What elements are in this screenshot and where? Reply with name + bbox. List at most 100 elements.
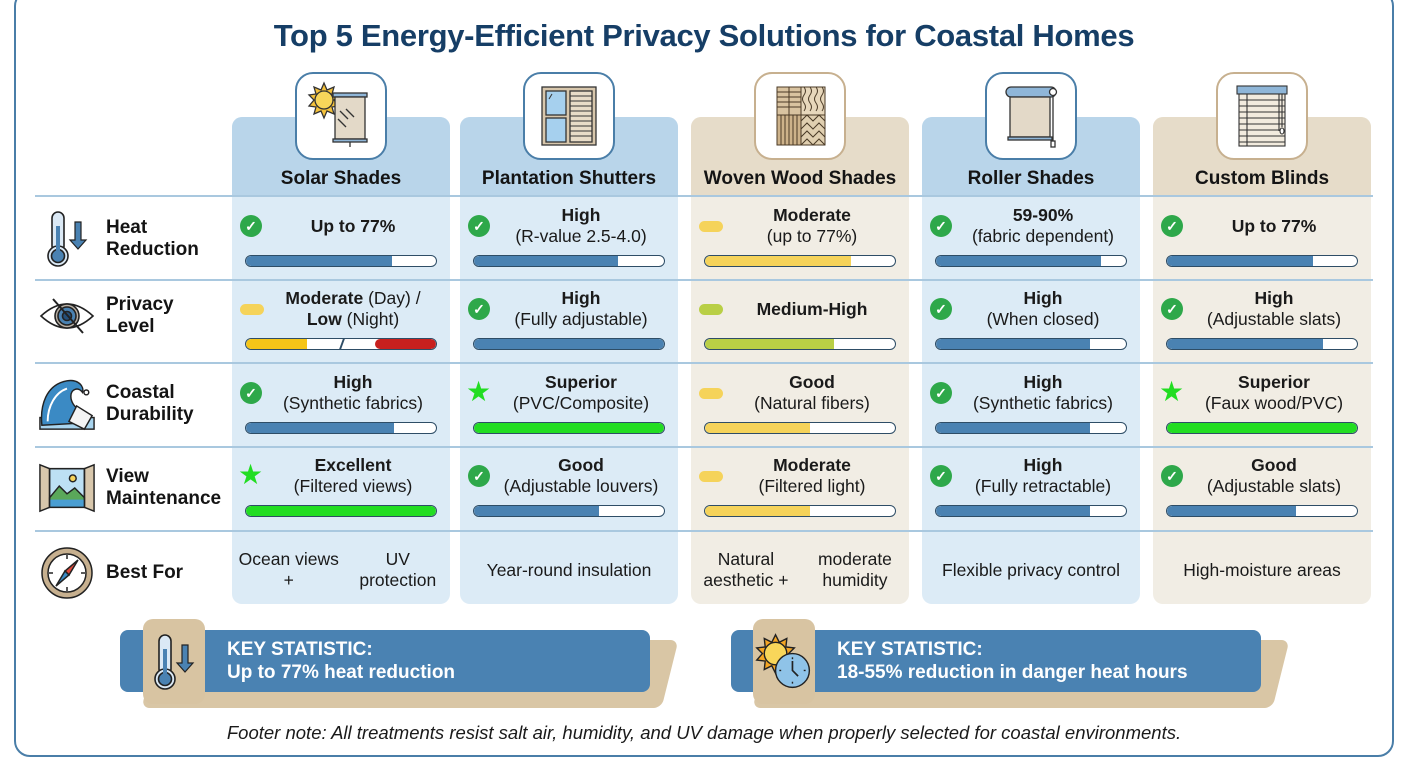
cell-sub-text: (Filtered light) [758, 476, 866, 496]
table-cell: Moderate (Day) /Low (Night) [232, 280, 450, 362]
column-3-background [922, 117, 1140, 604]
thermometer-down-icon [143, 619, 205, 704]
cell-main-text: High [561, 205, 601, 225]
cell-main-text: High [561, 288, 601, 308]
cell-sub-text: (Natural fibers) [754, 393, 870, 413]
rating-bar [473, 255, 665, 267]
table-cell: ✓High(Fully retractable) [922, 447, 1140, 529]
cell-main-text: Superior [545, 372, 617, 392]
cell-sub-text: (R-value 2.5-4.0) [515, 226, 647, 246]
footer-note: Footer note: All treatments resist salt … [226, 722, 1182, 743]
table-cell: ✓Good(Adjustable louvers) [460, 447, 678, 529]
cell-main-text: Good [558, 455, 604, 475]
column-1-background [460, 117, 678, 604]
cell-sub-text: (Adjustable slats) [1206, 309, 1342, 329]
row-label-text: Durability [106, 404, 194, 425]
table-cell: ★ Superior(PVC/Composite) [460, 364, 678, 446]
row-divider [35, 279, 1373, 281]
row-divider [35, 195, 1373, 197]
star-icon: ★ [1159, 376, 1185, 407]
rating-bar [704, 255, 896, 267]
rating-bar [935, 505, 1127, 517]
cell-sub-text: (When closed) [986, 309, 1100, 329]
rating-bar [245, 505, 437, 517]
check-icon: ✓ [468, 215, 490, 237]
woven-wood-icon [754, 72, 846, 160]
cell-main-text: Moderate [285, 288, 364, 308]
row-label-text: Maintenance [106, 488, 222, 509]
row-label-text: Coastal [106, 382, 175, 403]
cell-main-text: 59-90% [1012, 205, 1074, 225]
rating-bar [473, 422, 665, 434]
rating-pill-icon [699, 304, 723, 315]
table-cell: ✓Up to 77% [1153, 197, 1371, 279]
cell-main-text: Moderate [773, 205, 851, 225]
cell-main-text: High [1023, 372, 1063, 392]
table-cell: ★ Superior(Faux wood/PVC) [1153, 364, 1371, 446]
check-icon: ✓ [1161, 465, 1183, 487]
cell-sub-text: (Faux wood/PVC) [1204, 393, 1344, 413]
rating-bar [1166, 505, 1358, 517]
rating-bar [935, 422, 1127, 434]
cell-main-text: Medium-High [756, 299, 868, 319]
best-for-text: UV protection [359, 549, 437, 590]
row-label-text: View [106, 466, 149, 487]
table-cell: ✓High(Adjustable slats) [1153, 280, 1371, 362]
column-title: Custom Blinds [1194, 168, 1330, 189]
table-cell: ✓High(Synthetic fabrics) [922, 364, 1140, 446]
column-0-background [232, 117, 450, 604]
cell-main-text: Good [1251, 455, 1297, 475]
column-4-background [1153, 117, 1371, 604]
cell-main-text: Excellent [314, 455, 392, 475]
star-icon: ★ [466, 376, 492, 407]
cell-main-text: Moderate [773, 455, 851, 475]
best-for-text: High-moisture areas [1183, 559, 1341, 580]
cell-sub-text: (PVC/Composite) [512, 393, 650, 413]
rating-pill-icon [699, 221, 723, 232]
statistic-value: 18-55% reduction in danger heat hours [837, 662, 1188, 683]
statistic-label: KEY STATISTIC: [227, 639, 373, 660]
plantation-shutter-icon [523, 72, 615, 160]
cell-main-text: High [1254, 288, 1294, 308]
wave-icon [38, 376, 96, 432]
rating-bar [245, 255, 437, 267]
table-cell: ★Excellent(Filtered views) [232, 447, 450, 529]
table-cell: ✓ High(R-value 2.5-4.0) [460, 197, 678, 279]
rating-bar [704, 505, 896, 517]
solar-shade-icon [295, 72, 387, 160]
cell-main-text: Good [789, 372, 835, 392]
row-label-4: Best For [38, 546, 183, 600]
key-statistic-0: KEY STATISTIC:Up to 77% heat reduction [120, 619, 690, 708]
row-divider [35, 530, 1373, 532]
cell-sub-text: (Day) / [363, 288, 421, 308]
cell-sub-text: (Synthetic fabrics) [972, 393, 1114, 413]
rating-bar [245, 422, 437, 434]
statistic-band [120, 630, 650, 692]
cell-sub-text: (Adjustable slats) [1206, 476, 1342, 496]
cell-main-text: High [1023, 455, 1063, 475]
cell-sub-text: (Filtered views) [293, 476, 413, 496]
rating-bar [473, 505, 665, 517]
check-icon: ✓ [240, 382, 262, 404]
best-for-text: Flexible privacy control [942, 559, 1120, 580]
check-icon: ✓ [1161, 215, 1183, 237]
blinds-icon [1216, 72, 1308, 160]
rating-bar [935, 255, 1127, 267]
rating-bar [704, 338, 896, 350]
roller-shade-icon [985, 72, 1077, 160]
cell-main-text: High [333, 372, 373, 392]
column-title: Woven Wood Shades [703, 168, 897, 189]
table-cell: ✓ Good(Adjustable slats) [1153, 447, 1371, 529]
key-statistic-1: KEY STATISTIC:18-55% reduction in danger… [731, 619, 1301, 708]
best-for-text: Year-round insulation [486, 559, 652, 580]
compass-icon [38, 546, 96, 600]
cell-main-text: High [1023, 288, 1063, 308]
row-divider [35, 362, 1373, 364]
rating-bar [1166, 255, 1358, 267]
cell-main-text: Superior [1238, 372, 1310, 392]
table-cell: Good(Natural fibers) [691, 364, 909, 446]
page-title: Top 5 Energy-Efficient Privacy Solutions… [273, 18, 1135, 53]
cell-sub-text: (Adjustable louvers) [503, 476, 659, 496]
